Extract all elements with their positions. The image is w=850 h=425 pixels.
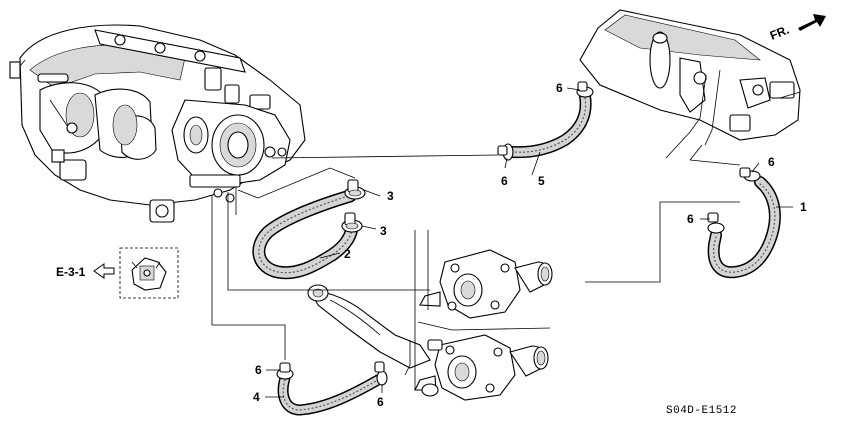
callout-6-hose1-top: 6 — [768, 155, 775, 169]
clamp-6-hose1-top — [739, 167, 761, 182]
callout-6-hose5-left: 6 — [501, 174, 508, 188]
clamp-6-hose4-left — [276, 362, 294, 380]
clamp-3-lower — [341, 212, 363, 233]
cylinder-head — [579, 9, 801, 159]
callout-6-hose5-top: 6 — [556, 81, 563, 95]
hose-5 — [506, 90, 592, 159]
callout-5: 5 — [538, 174, 545, 188]
hose-4 — [277, 372, 384, 416]
throttle-body — [171, 99, 291, 203]
callout-3-lower: 3 — [380, 224, 387, 238]
callout-2: 2 — [344, 247, 351, 261]
reference-label: E-3-1 — [56, 265, 86, 279]
bypass-pipe — [307, 284, 431, 369]
callout-6-hose4-right: 6 — [377, 395, 384, 409]
callout-4: 4 — [253, 390, 260, 404]
water-outlet-upper — [419, 249, 553, 319]
clamp-3-upper — [344, 179, 366, 200]
reference-arrow-icon — [93, 263, 115, 279]
callout-6-hose1-bottom: 6 — [687, 212, 694, 226]
clamp-6-hose4-right — [374, 361, 388, 386]
intake-manifold — [9, 24, 306, 223]
callout-3-upper: 3 — [387, 189, 394, 203]
clamp-6-hose5-left — [497, 143, 514, 161]
front-direction-label: FR. — [768, 23, 791, 43]
hose-2 — [252, 189, 359, 280]
front-direction-indicator: FR. — [768, 14, 826, 43]
hose-1 — [707, 176, 781, 279]
clamp-6-hose5-top — [576, 81, 594, 98]
clamp-6-hose1-bottom — [707, 212, 725, 234]
reference-detail-box — [119, 247, 179, 299]
front-direction-arrow-icon — [798, 14, 826, 31]
water-outlet-lower — [414, 334, 549, 401]
callout-6-hose4-left: 6 — [255, 363, 262, 377]
diagram-code: S04D-E1512 — [666, 405, 737, 417]
callout-1: 1 — [800, 200, 807, 214]
connection-lines — [211, 87, 793, 398]
